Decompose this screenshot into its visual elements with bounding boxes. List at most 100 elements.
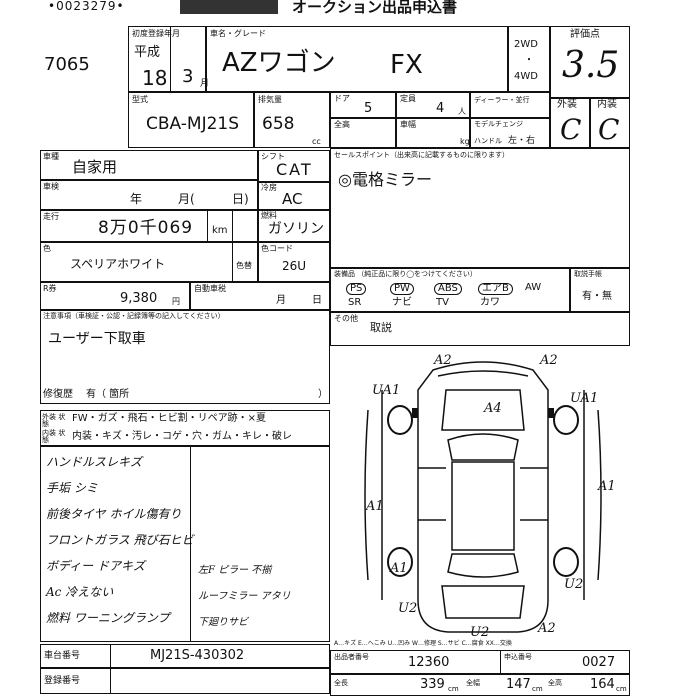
seats-unit: 人	[458, 107, 466, 116]
width-dim-value: 147	[506, 677, 531, 692]
fuel-value: ガソリン	[268, 221, 324, 237]
lot-number: 7065	[44, 54, 90, 75]
equipment-item: SR	[348, 297, 362, 308]
handwritten-note: 下廻りサビ	[198, 617, 248, 628]
model-change-label: モデルチェンジ	[474, 120, 523, 128]
fuel-label: 燃料	[261, 211, 277, 220]
chassis-box	[40, 644, 330, 668]
usage-box	[40, 150, 258, 180]
damage-mark: A2	[539, 353, 558, 368]
usage-value: 自家用	[72, 158, 118, 176]
manual-box	[570, 268, 630, 312]
length-value: 339	[420, 677, 445, 692]
drive-2wd: 2WD	[514, 39, 538, 50]
repair-end: ）	[318, 389, 328, 400]
divider	[110, 644, 111, 668]
ac-box	[258, 182, 330, 210]
reg-number-box	[40, 668, 330, 694]
divider	[207, 210, 208, 242]
recycle-label: R券	[43, 284, 57, 293]
damage-mark: A4	[483, 401, 502, 416]
doors-label: ドア	[334, 94, 350, 103]
width-dim-label: 全幅	[466, 679, 480, 687]
registration-label: 初度登録年月	[132, 29, 180, 38]
header-serial: •0023279•	[48, 0, 125, 13]
exterior-label: 外装	[557, 99, 577, 110]
displacement-label: 排気量	[258, 95, 282, 104]
equipment-item: エアB	[478, 283, 513, 295]
inspection-box	[40, 180, 258, 210]
steering-label: ハンドル	[474, 137, 502, 145]
model-value: CBA-MJ21S	[146, 114, 240, 134]
mileage-label: 走行	[43, 212, 59, 221]
chassis-label: 車台番号	[44, 651, 81, 661]
score-box	[550, 26, 630, 98]
doors-value: 5	[364, 101, 373, 116]
handwritten-note: Ac 冷えない	[46, 585, 114, 599]
recycle-unit: 円	[172, 297, 180, 306]
divider	[232, 242, 233, 282]
drive-box	[508, 26, 550, 92]
dealer-label: ディーラー・並行	[474, 96, 530, 104]
recycle-box	[40, 282, 190, 310]
inspection-day: 日)	[232, 192, 249, 206]
usage-label: 車種	[43, 152, 59, 161]
recycle-value: 9,380	[120, 291, 158, 306]
inspection-label: 車検	[43, 182, 59, 191]
height-label: 全高	[334, 120, 350, 129]
inner-damage-label: 内装 状態	[42, 429, 66, 444]
damage-codes-box	[40, 410, 330, 446]
score-value: 3.5	[562, 45, 620, 86]
divider	[110, 668, 111, 694]
color-value: スペリアホワイト	[70, 257, 166, 271]
exhibit-value: 0027	[582, 655, 616, 670]
length-label: 全長	[334, 679, 348, 687]
other-value: 取説	[370, 321, 392, 334]
displacement-value: 658	[262, 114, 295, 134]
color-code-box	[258, 242, 330, 282]
divider	[170, 26, 171, 92]
outer-damage-line: FW・ガズ・飛石・ヒビ割・リペア跡・×夏	[72, 413, 267, 424]
fuel-box	[258, 210, 330, 242]
width-box	[396, 118, 470, 148]
steering-value: 左・右	[508, 136, 536, 146]
mileage-box	[40, 210, 258, 242]
registration-era: 平成	[134, 45, 161, 60]
damage-mark: U2	[564, 577, 583, 592]
interior-grade-box	[590, 98, 630, 148]
tax-month: 月	[276, 295, 286, 306]
width-dim-unit: cm	[532, 685, 543, 693]
form-title: オークション出品申込書	[292, 0, 458, 16]
displacement-unit: cc	[312, 137, 321, 146]
tax-label: 自動車税	[194, 284, 226, 293]
repair-label: 修復歴	[43, 389, 73, 400]
other-box	[330, 312, 630, 346]
equipment-item: ナビ	[392, 297, 412, 308]
equipment-box	[330, 268, 570, 312]
handwritten-note: 前後タイヤ ホイル傷有り	[46, 507, 182, 521]
reg-number-label: 登録番号	[44, 676, 81, 686]
header-logo-block	[180, 0, 278, 14]
color-code-value: 26U	[282, 259, 307, 273]
equipment-item: カワ	[480, 297, 500, 308]
handwritten-note: ハンドルスレキズ	[46, 455, 143, 469]
model-change-box	[470, 118, 550, 148]
handwritten-note: 燃料 ワーニングランプ	[46, 611, 170, 625]
vehicle-grade: FX	[390, 50, 423, 80]
seats-value: 4	[436, 101, 445, 116]
damage-mark: A1	[389, 561, 408, 576]
mileage-unit: km	[212, 225, 228, 236]
exterior-grade: C	[560, 113, 582, 146]
dealer-box	[470, 92, 550, 118]
doors-box	[330, 92, 396, 118]
sales-point-value: ◎電格ミラー	[338, 170, 432, 189]
exhibit-label: 申込番号	[504, 653, 532, 661]
notes-label: 注意事項（車検証・公認・記録簿等の記入してください）	[43, 312, 225, 320]
tax-day: 日	[312, 295, 322, 306]
tax-box	[190, 282, 330, 310]
handwritten-note: フロントガラス 飛び石ヒビ	[46, 533, 194, 547]
diagram-legend: A…キズ E…へこみ U…凹み W…修理 S…サビ C…腐食 XX…交換	[334, 640, 512, 647]
notes-box	[40, 310, 330, 404]
notes-value: ユーザー下取車	[48, 331, 146, 347]
